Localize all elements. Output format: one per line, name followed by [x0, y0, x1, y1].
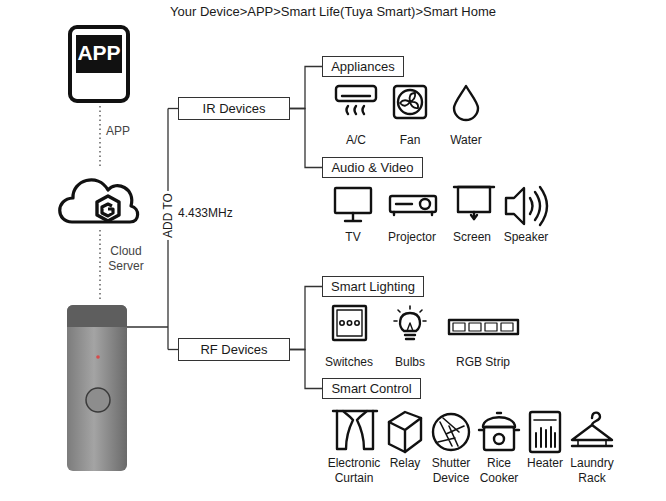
- fan-icon: [394, 86, 426, 118]
- device-label: Switches: [321, 355, 377, 370]
- device-label: Rice Cooker: [476, 456, 522, 486]
- trunk-line: [127, 109, 178, 350]
- laundry-rack-icon: [572, 413, 612, 446]
- node-label: Smart Lighting: [331, 279, 415, 294]
- node-label: IR Devices: [203, 101, 266, 116]
- screen-icon: [454, 187, 494, 219]
- group-box: Audio & Video: [322, 157, 423, 178]
- device-label: Speaker: [499, 230, 553, 245]
- device-label: Projector: [382, 230, 442, 245]
- hub-device: [67, 305, 127, 471]
- phone-icon: APP: [68, 25, 130, 103]
- device-label: Water: [444, 133, 488, 148]
- icon-caption: Cloud Server: [101, 244, 151, 274]
- tv-icon: [335, 188, 371, 221]
- shutter-icon: [433, 414, 469, 450]
- bracket-connector: [290, 350, 322, 389]
- device-label: Laundry Rack: [567, 456, 617, 486]
- link-label: 4.433MHz: [178, 206, 238, 221]
- category-box: RF Devices: [178, 338, 290, 361]
- group-box: Appliances: [322, 56, 404, 77]
- node-label: RF Devices: [200, 342, 267, 357]
- rice-cooker-icon: [479, 413, 519, 450]
- link-label: ADD TO: [160, 191, 177, 240]
- device-label: A/C: [336, 133, 376, 148]
- ac-icon: [336, 86, 376, 114]
- group-box: Smart Lighting: [322, 276, 424, 297]
- title: Your Device>APP>Smart Life(Tuya Smart)>S…: [0, 4, 666, 19]
- curtain-icon: [333, 411, 377, 449]
- device-label: Fan: [390, 133, 430, 148]
- device-label: Bulbs: [388, 355, 432, 370]
- heater-icon: [530, 412, 560, 452]
- edge-layer: [290, 67, 322, 389]
- node-label: Smart Control: [331, 381, 411, 396]
- bracket-connector: [290, 287, 322, 350]
- bracket-connector: [290, 67, 322, 109]
- rgb-strip-icon: [449, 320, 518, 334]
- node-label: Audio & Video: [331, 160, 413, 175]
- node-label: APP: [76, 35, 122, 73]
- category-box: IR Devices: [178, 97, 290, 120]
- device-label: Screen: [447, 230, 497, 245]
- group-box: Smart Control: [322, 378, 421, 399]
- switch-icon: [333, 306, 366, 340]
- device-label: Heater: [523, 456, 567, 471]
- cloud-icon: [60, 180, 138, 222]
- device-label: RGB Strip: [451, 355, 515, 370]
- water-icon: [454, 86, 478, 120]
- speaker-icon: [506, 187, 547, 225]
- device-label: Shutter Device: [427, 456, 475, 486]
- bulb-icon: [394, 306, 426, 339]
- bracket-connector: [290, 109, 322, 168]
- projector-icon: [390, 196, 436, 215]
- device-label: Electronic Curtain: [323, 456, 385, 486]
- device-label: Relay: [387, 456, 423, 471]
- node-label: Appliances: [331, 59, 395, 74]
- relay-icon: [389, 412, 421, 452]
- device-label: TV: [333, 230, 373, 245]
- icon-caption: APP: [98, 124, 138, 139]
